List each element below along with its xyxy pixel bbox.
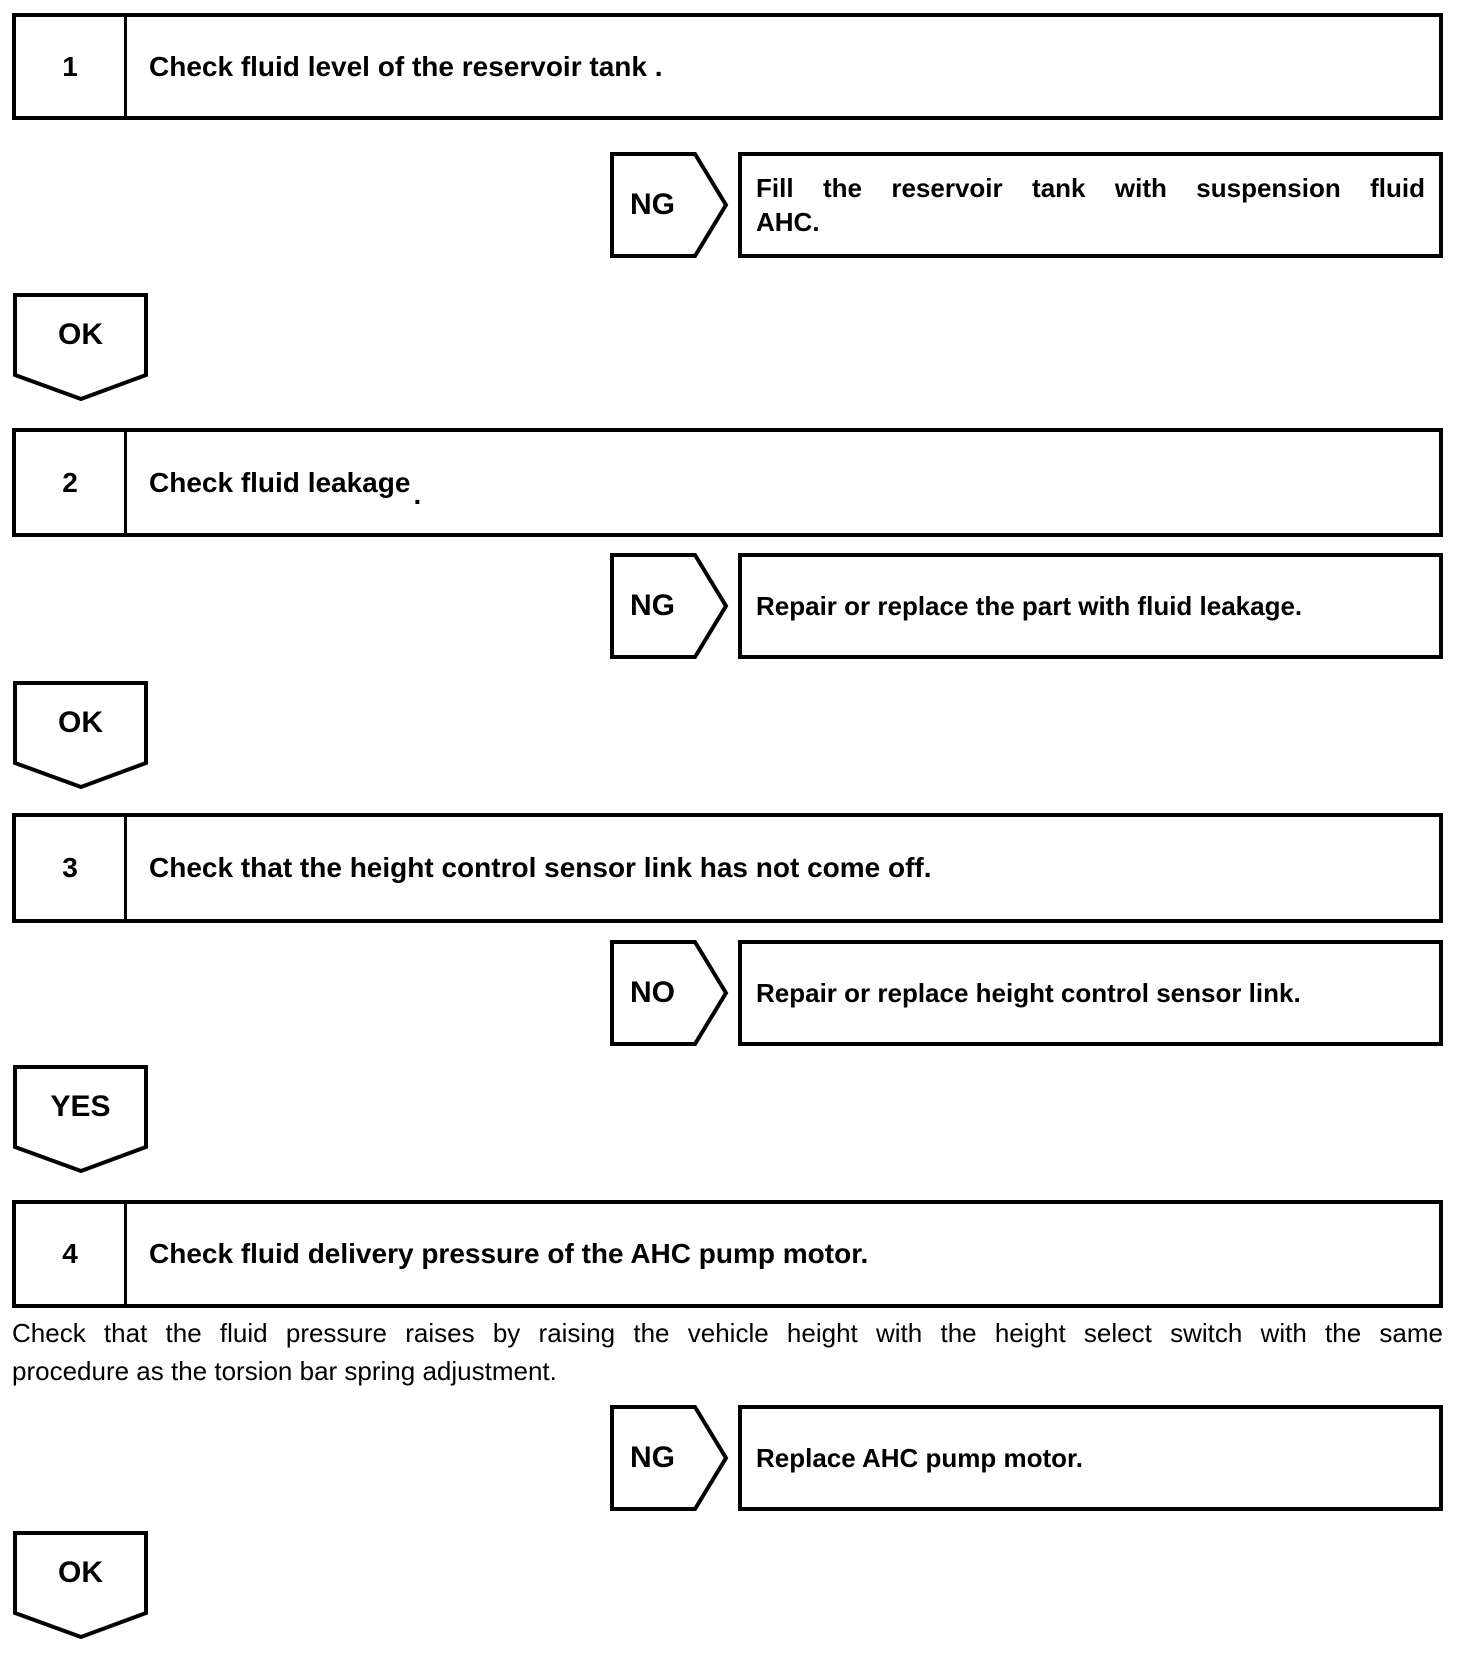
step-1-result-line2: AHC. — [756, 207, 820, 237]
step-4-box: 4 Check fluid delivery pressure of the A… — [12, 1200, 1443, 1308]
step-2-result-text: Repair or replace the part with fluid le… — [756, 590, 1303, 621]
step-4-title-text: Check fluid delivery pressure of the AHC… — [149, 1238, 869, 1269]
step-4-ng-pointer: NG — [610, 1405, 734, 1511]
down-arrow-shape — [13, 681, 148, 790]
step-3-no-pointer: NO — [610, 940, 734, 1046]
down-arrow-shape — [13, 1531, 148, 1640]
step-1-result-box: Fill the reservoir tank with suspension … — [738, 152, 1443, 258]
step-1-ng-pointer: NG — [610, 152, 734, 258]
step-1-ng-label: NG — [630, 188, 675, 221]
step-2-ok-label: OK — [58, 706, 103, 739]
step-1-number: 1 — [16, 17, 127, 116]
step-2-number: 2 — [16, 432, 127, 533]
step-2-title-text: Check fluid leakage — [149, 466, 411, 498]
step-1-ok-connector: OK — [13, 293, 148, 405]
step-3-yes-label: YES — [50, 1090, 111, 1123]
step-3-no-label: NO — [630, 976, 675, 1009]
step-1-result-text: Fill the reservoir tank with suspension … — [756, 171, 1425, 239]
step-2-box: 2 Check fluid leakage. — [12, 428, 1443, 537]
step-3-yes-connector: YES — [13, 1065, 148, 1177]
step-2-title: Check fluid leakage. — [127, 432, 1439, 533]
ng-pointer-shape — [610, 152, 729, 258]
step-4-result-box: Replace AHC pump motor. — [738, 1405, 1443, 1511]
ng-pointer-shape — [610, 1405, 729, 1511]
step-4-title: Check fluid delivery pressure of the AHC… — [127, 1204, 1439, 1304]
down-arrow-shape — [13, 1065, 148, 1174]
step-2-ok-connector: OK — [13, 681, 148, 793]
step-2-result-box: Repair or replace the part with fluid le… — [738, 553, 1443, 659]
ng-pointer-shape — [610, 553, 729, 659]
procedure-note-line1: Check that the fluid pressure raises by … — [12, 1318, 1443, 1348]
down-arrow-shape — [13, 293, 148, 402]
step-3-result-box: Repair or replace height control sensor … — [738, 940, 1443, 1046]
procedure-note-line2: procedure as the torsion bar spring adju… — [12, 1356, 557, 1386]
step-4-ok-connector: OK — [13, 1531, 148, 1643]
step-2-title-period: . — [413, 478, 422, 510]
step-4-procedure-note: Check that the fluid pressure raises by … — [12, 1314, 1443, 1390]
step-3-number: 3 — [16, 817, 127, 919]
no-pointer-shape — [610, 940, 729, 1046]
step-1-title: Check fluid level of the reservoir tank … — [127, 17, 1439, 116]
step-4-ng-label: NG — [630, 1441, 675, 1474]
step-3-result-text: Repair or replace height control sensor … — [756, 977, 1301, 1008]
step-4-number: 4 — [16, 1204, 127, 1304]
step-2-ng-label: NG — [630, 589, 675, 622]
step-4-result-text: Replace AHC pump motor. — [756, 1442, 1083, 1473]
step-3-box: 3 Check that the height control sensor l… — [12, 813, 1443, 923]
step-3-title: Check that the height control sensor lin… — [127, 817, 1439, 919]
step-1-title-text: Check fluid level of the reservoir tank … — [149, 50, 663, 82]
step-2-ng-pointer: NG — [610, 553, 734, 659]
step-1-ok-label: OK — [58, 318, 103, 351]
step-1-result-line1: Fill the reservoir tank with suspension … — [756, 173, 1425, 203]
step-1-box: 1 Check fluid level of the reservoir tan… — [12, 13, 1443, 120]
step-4-ok-label: OK — [58, 1556, 103, 1589]
step-3-title-text: Check that the height control sensor lin… — [149, 852, 932, 883]
